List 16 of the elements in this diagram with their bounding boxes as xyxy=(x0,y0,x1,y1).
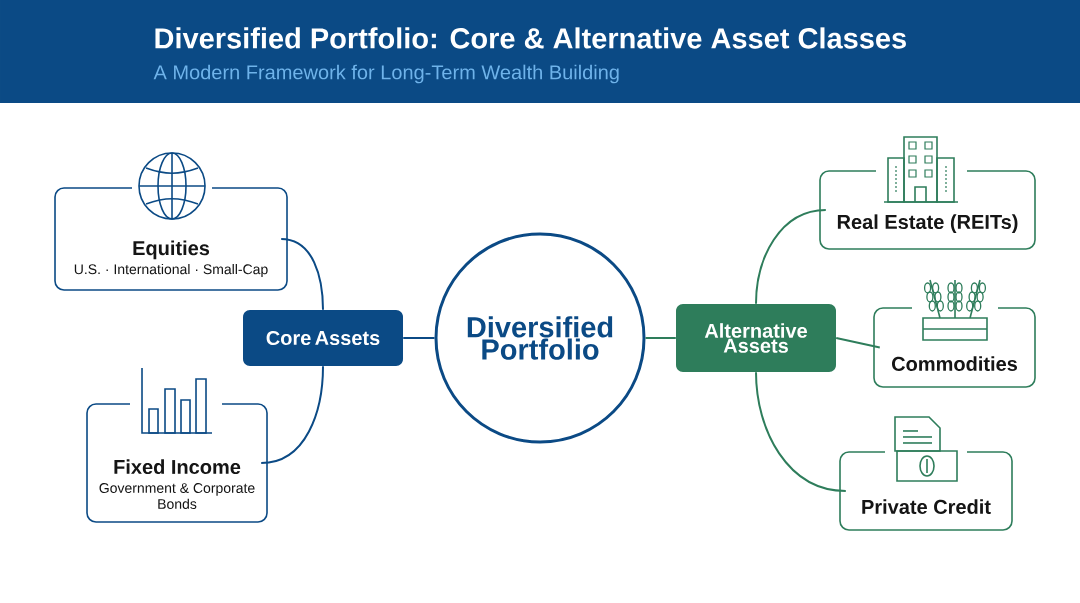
asset-card: Real Estate (REITs) xyxy=(819,170,1036,250)
asset-card: Private Credit xyxy=(839,451,1013,531)
category-box: Alternative Assets xyxy=(676,304,836,372)
asset-card: Fixed Income Government & Corporate Bonds xyxy=(86,403,268,523)
connector xyxy=(755,209,827,305)
subtitle: A Modern Framework for Long-Term Wealth Building xyxy=(153,64,619,84)
connector xyxy=(402,337,436,339)
title: Diversified Portfolio: Core & Alternative Asset Classes xyxy=(155,27,906,49)
connector xyxy=(280,238,324,311)
asset-card: Equities U.S. · International · Small-Cap xyxy=(54,187,288,291)
connector xyxy=(755,371,847,492)
connector xyxy=(260,365,324,464)
category-box: Core Assets xyxy=(243,310,403,366)
connector xyxy=(835,337,881,349)
asset-card: Commodities xyxy=(873,307,1036,388)
connector xyxy=(644,337,677,339)
